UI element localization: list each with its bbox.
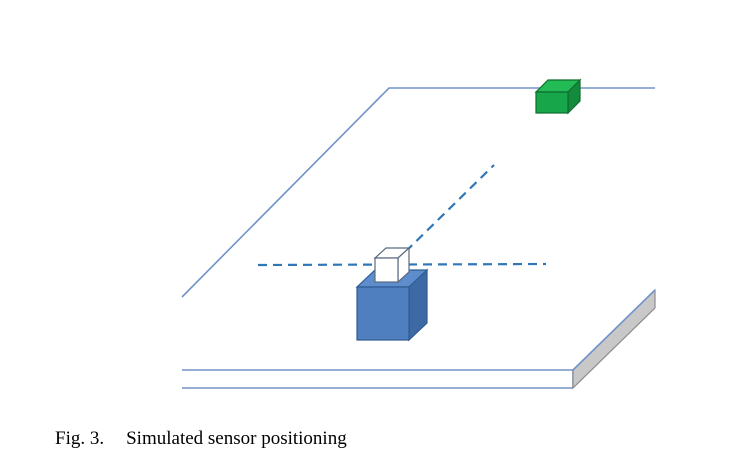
blue-cube-front <box>356 286 410 341</box>
platform-top-outline <box>181 87 655 298</box>
green-cube-front <box>535 91 569 114</box>
white-cube-icon <box>373 246 411 284</box>
figure-caption: Fig. 3. Simulated sensor positioning <box>55 428 347 450</box>
figure-caption-text: Simulated sensor positioning <box>126 428 347 449</box>
platform-side-edge <box>572 288 656 390</box>
diagonal-dashed-axis <box>394 164 495 263</box>
figure-number: Fig. 3. <box>55 428 105 449</box>
platform-right-top-edge <box>572 289 656 371</box>
white-cube-front <box>374 257 399 283</box>
green-cube-icon <box>534 78 582 115</box>
horizontal-dashed-axis <box>257 262 547 267</box>
sensor-axes <box>257 164 547 267</box>
